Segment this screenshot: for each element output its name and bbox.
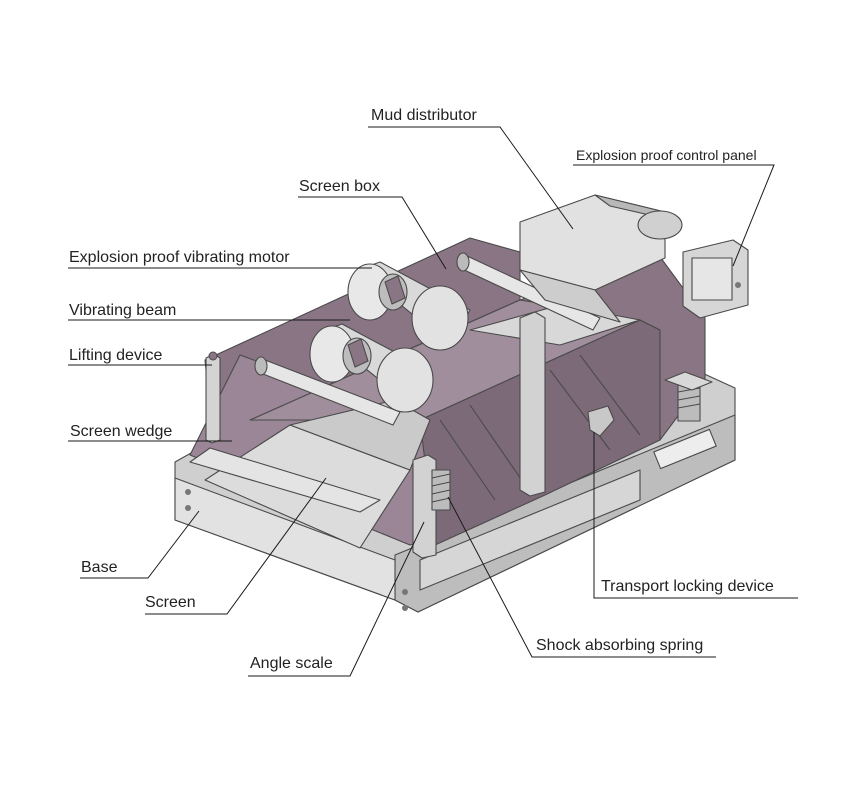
callout-labels: Mud distributor Explosion proof control … <box>69 107 774 672</box>
label-screen-wedge: Screen wedge <box>70 423 172 440</box>
label-transport-lock: Transport locking device <box>601 578 774 595</box>
label-vibrating-motor: Explosion proof vibrating motor <box>69 249 290 266</box>
leader-screen <box>145 477 327 615</box>
vibrating-motor-upper <box>347 261 471 351</box>
leader-angle-scale <box>248 521 425 677</box>
label-screen-box: Screen box <box>299 178 380 195</box>
mud-distributor-box <box>519 194 683 323</box>
label-screen: Screen <box>145 594 196 611</box>
label-control-panel: Explosion proof control panel <box>576 147 757 163</box>
shock-absorbing-springs <box>431 371 713 511</box>
leader-mud-distributor <box>368 126 574 230</box>
label-vibrating-beam: Vibrating beam <box>69 302 176 319</box>
lifting-device-post <box>205 351 221 444</box>
label-base: Base <box>81 559 118 576</box>
leader-lines <box>68 126 798 677</box>
control-panel-box <box>682 239 749 319</box>
leader-base <box>80 510 200 579</box>
leader-control-panel <box>573 164 775 267</box>
label-mud-distributor: Mud distributor <box>371 107 477 124</box>
leader-shock-spring <box>447 496 716 658</box>
leader-transport-lock <box>593 432 798 599</box>
screen-wedge-bar <box>189 447 381 513</box>
shale-shaker-machine <box>174 194 749 613</box>
leader-screen-box <box>298 196 447 270</box>
label-angle-scale: Angle scale <box>250 655 333 672</box>
vibrating-motor-lower <box>309 323 434 413</box>
transport-lock-bracket <box>587 405 615 437</box>
label-shock-spring: Shock absorbing spring <box>536 637 703 654</box>
label-lifting-device: Lifting device <box>69 347 162 364</box>
